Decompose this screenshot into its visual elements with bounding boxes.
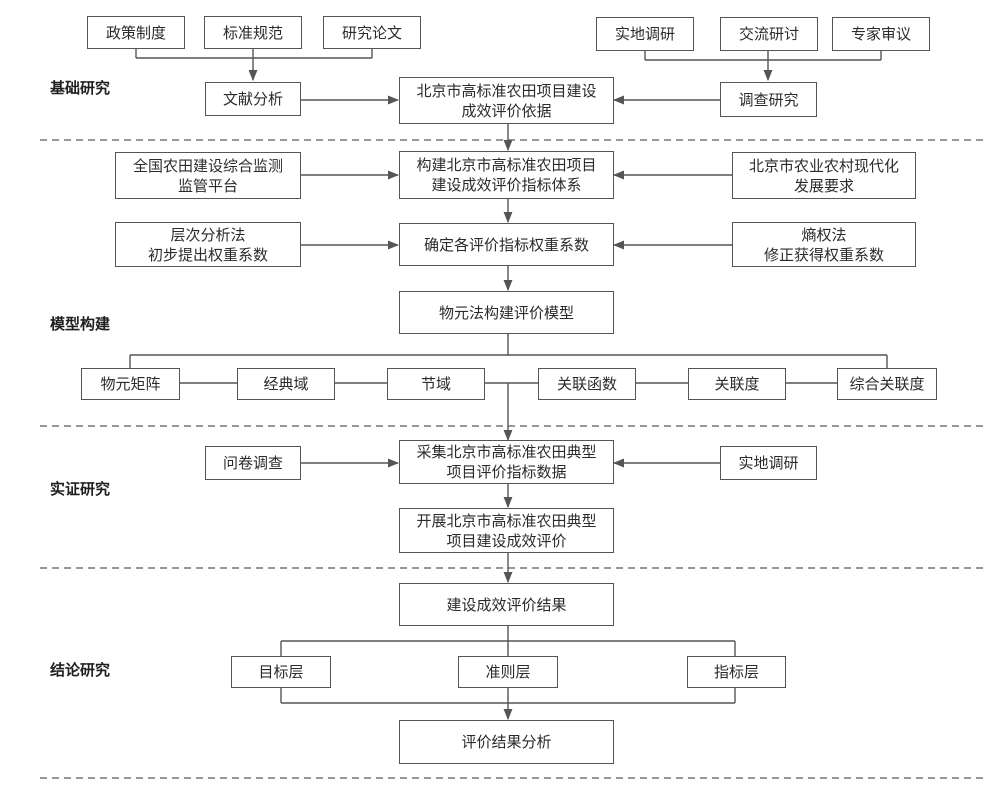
node-matter-element-model: 物元法构建评价模型 (399, 291, 614, 334)
node-investigation: 调查研究 (720, 82, 817, 117)
node-expert-review: 专家审议 (832, 17, 930, 51)
node-correlation-degree: 关联度 (688, 368, 786, 400)
node-criteria-layer: 准则层 (458, 656, 558, 688)
node-index-system: 构建北京市高标准农田项目 建设成效评价指标体系 (399, 151, 614, 199)
node-result-analysis: 评价结果分析 (399, 720, 614, 764)
node-field-survey-mid: 实地调研 (720, 446, 817, 480)
node-collect-data: 采集北京市高标准农田典型 项目评价指标数据 (399, 440, 614, 484)
node-modernization: 北京市农业农村现代化 发展要求 (732, 152, 916, 199)
node-monitoring-platform: 全国农田建设综合监测 监管平台 (115, 152, 301, 199)
node-literature-analysis: 文献分析 (205, 82, 301, 116)
node-evaluation-basis: 北京市高标准农田项目建设 成效评价依据 (399, 77, 614, 124)
section-label-conclusion: 结论研究 (50, 661, 111, 679)
node-weights: 确定各评价指标权重系数 (399, 223, 614, 266)
node-matter-matrix: 物元矩阵 (81, 368, 180, 400)
section-label-empirical: 实证研究 (50, 480, 111, 498)
node-comprehensive-correlation: 综合关联度 (837, 368, 937, 400)
node-conduct-evaluation: 开展北京市高标准农田典型 项目建设成效评价 (399, 508, 614, 553)
section-label-basic: 基础研究 (50, 79, 111, 97)
node-exchange: 交流研讨 (720, 17, 818, 51)
node-evaluation-result: 建设成效评价结果 (399, 583, 614, 626)
node-correlation-function: 关联函数 (538, 368, 636, 400)
node-joint-domain: 节域 (387, 368, 485, 400)
section-label-model: 模型构建 (50, 315, 111, 333)
node-standard: 标准规范 (204, 16, 302, 49)
node-questionnaire: 问卷调查 (205, 446, 301, 480)
node-indicator-layer: 指标层 (687, 656, 786, 688)
node-target-layer: 目标层 (231, 656, 331, 688)
node-field-survey-top: 实地调研 (596, 17, 694, 51)
node-ahp: 层次分析法 初步提出权重系数 (115, 222, 301, 267)
node-classical-domain: 经典域 (237, 368, 335, 400)
node-entropy: 熵权法 修正获得权重系数 (732, 222, 916, 267)
node-papers: 研究论文 (323, 16, 421, 49)
node-policy: 政策制度 (87, 16, 185, 49)
